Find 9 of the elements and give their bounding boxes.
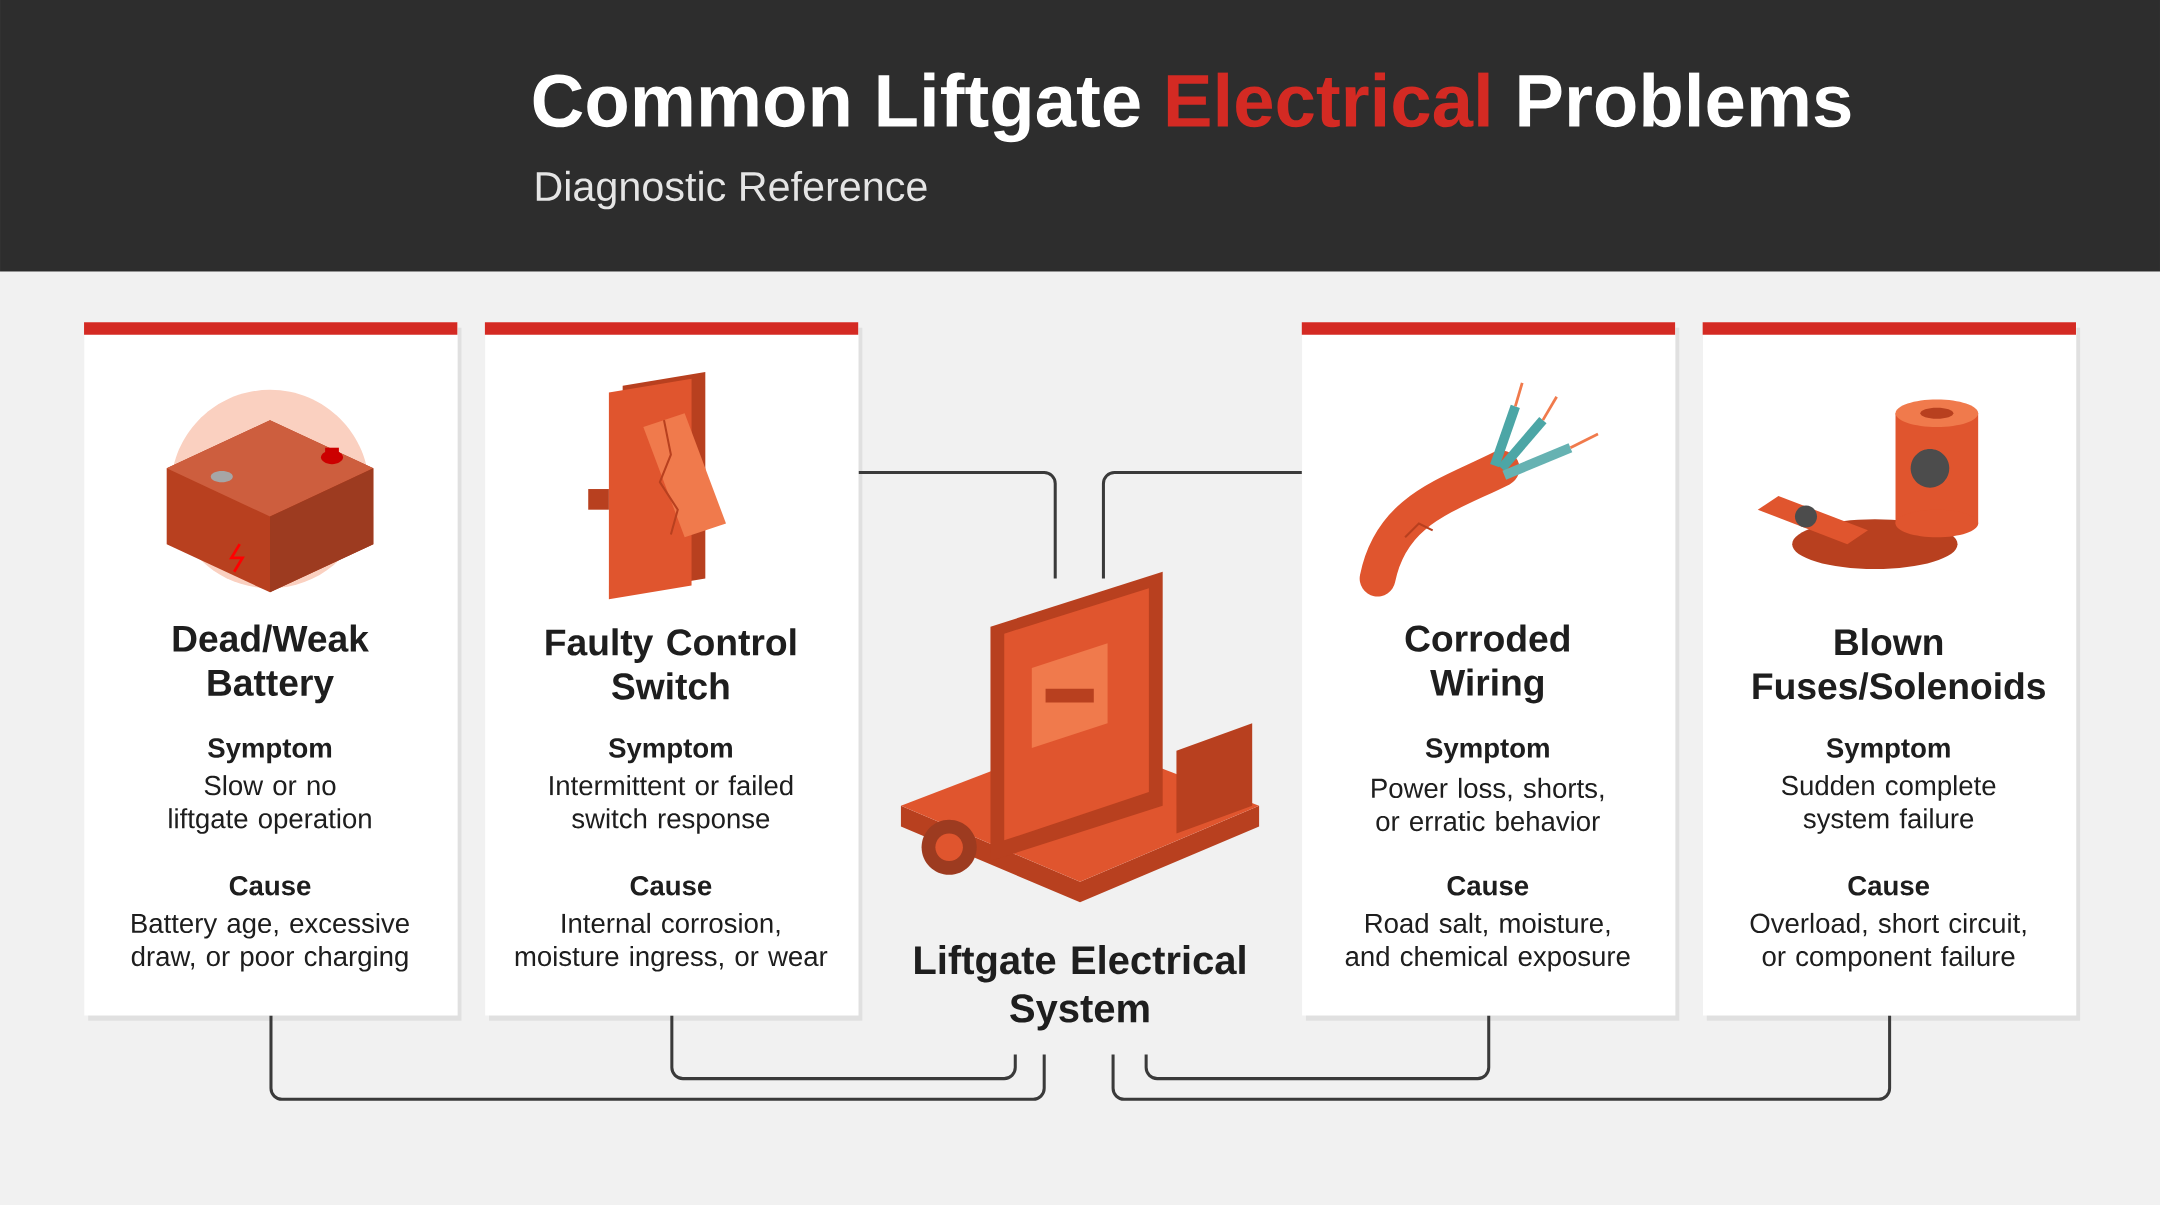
title: Common Liftgate Electrical Problems [533, 72, 1851, 143]
system-label: Liftgate Electrical System [915, 944, 1245, 1031]
connector-line [1101, 470, 1302, 579]
connector-line [1144, 1015, 1491, 1080]
connector-line [269, 1015, 1046, 1101]
connector-line [858, 470, 1057, 579]
connector-line [670, 1015, 1017, 1080]
subtitle: Diagnostic Reference [536, 170, 927, 210]
connector-line [1111, 1015, 1892, 1101]
